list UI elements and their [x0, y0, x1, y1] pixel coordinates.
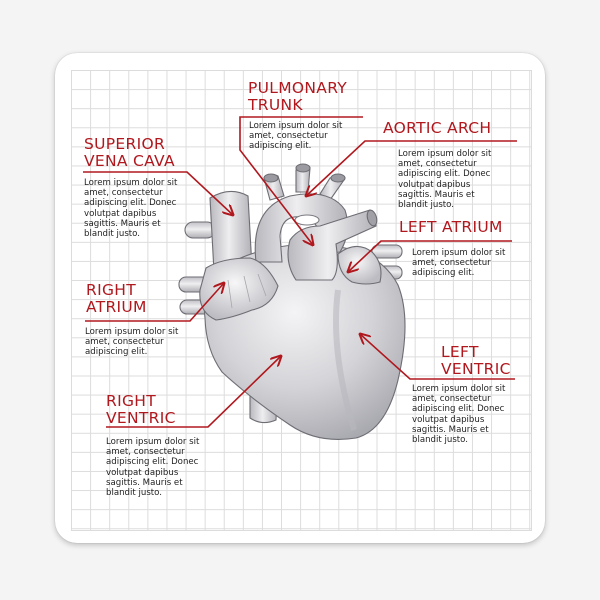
- leader-lines: [83, 116, 517, 428]
- label-text-left-ventricle: Lorem ipsum dolor sit amet, consectetur …: [412, 384, 506, 446]
- label-text-superior-vena-cava: Lorem ipsum dolor sit amet, consectetur …: [84, 178, 178, 240]
- leader-right-ventricle: [106, 356, 281, 428]
- leader-pulmonary-trunk: [239, 116, 363, 245]
- label-text-right-ventricle: Lorem ipsum dolor sit amet, consectetur …: [106, 437, 200, 499]
- label-title-left-atrium: LEFT ATRIUM: [399, 218, 503, 236]
- label-text-aortic-arch: Lorem ipsum dolor sit amet, consectetur …: [398, 149, 492, 211]
- label-title-superior-vena-cava: SUPERIOR VENA CAVA: [84, 135, 175, 170]
- label-text-pulmonary-trunk: Lorem ipsum dolor sit amet, consectetur …: [249, 121, 343, 152]
- label-title-pulmonary-trunk: PULMONARY TRUNK: [248, 79, 348, 114]
- leader-right-atrium: [85, 283, 224, 322]
- label-text-left-atrium: Lorem ipsum dolor sit amet, consectetur …: [412, 248, 506, 279]
- label-title-aortic-arch: AORTIC ARCH: [383, 119, 492, 137]
- leader-left-atrium: [348, 240, 512, 272]
- label-title-right-atrium: RIGHT ATRIUM: [86, 281, 147, 316]
- label-text-right-atrium: Lorem ipsum dolor sit amet, consectetur …: [85, 327, 179, 358]
- label-title-right-ventricle: RIGHT VENTRIC: [106, 392, 176, 427]
- label-title-left-ventricle: LEFT VENTRIC: [441, 343, 511, 378]
- leader-left-ventricle: [360, 334, 515, 380]
- heart-shape: [178, 163, 406, 440]
- leader-superior-vena-cava: [83, 171, 233, 215]
- leader-aortic-arch: [306, 140, 517, 196]
